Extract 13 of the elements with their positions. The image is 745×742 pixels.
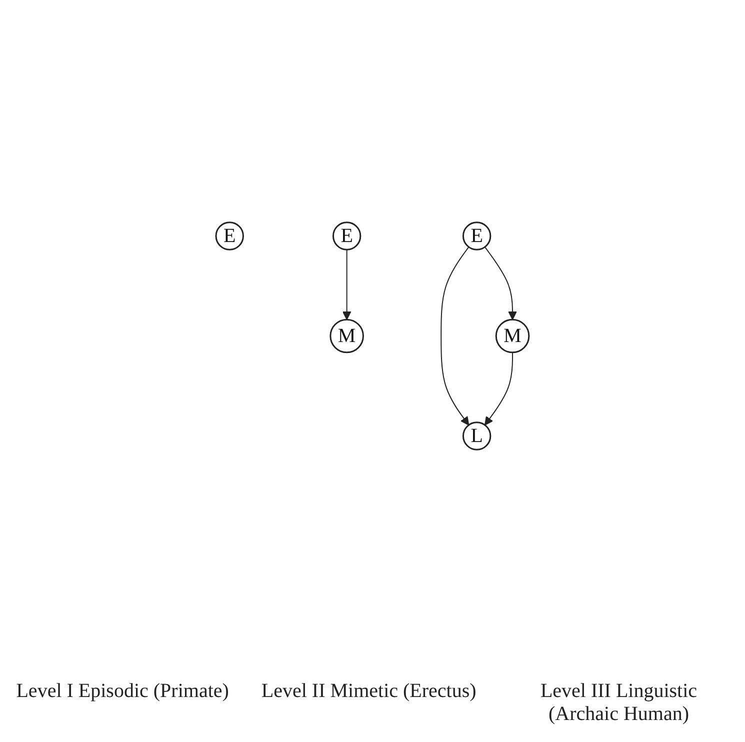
arrow (484, 352, 514, 426)
node-circle: E (215, 222, 244, 250)
arrow (342, 249, 352, 320)
level-caption: Level I Episodic (Primate) (16, 680, 229, 704)
node-circle: L (462, 422, 492, 450)
node-circle: M (495, 318, 530, 354)
node-circle: M (330, 318, 364, 354)
arrow (484, 246, 517, 320)
level-caption: Level II Mimetic (Erectus) (261, 680, 476, 704)
node-circle: E (462, 222, 492, 250)
arrow (440, 246, 470, 426)
level-caption: Level III Linguistic (Archaic Human) (539, 680, 698, 726)
node-circle: E (332, 222, 362, 250)
